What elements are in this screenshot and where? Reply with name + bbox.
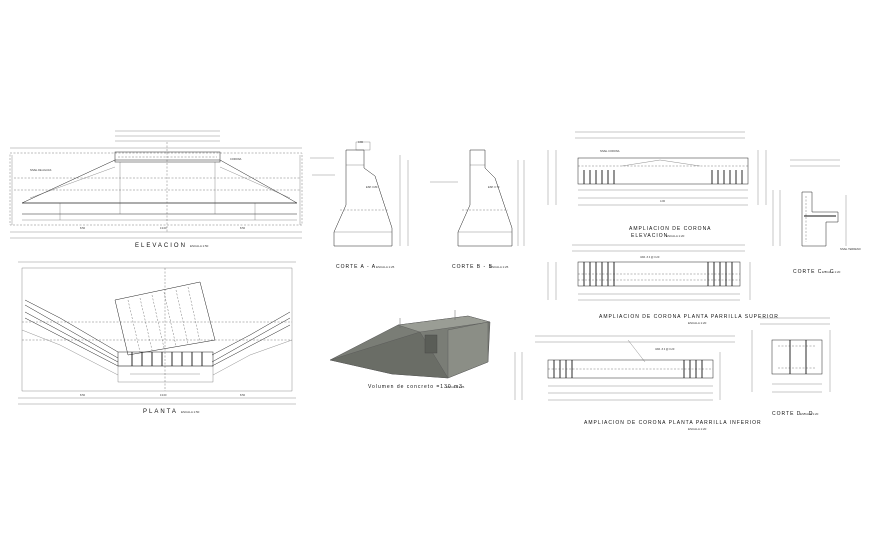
svg-text:13.00: 13.00 bbox=[160, 226, 167, 230]
svg-text:VAR. # 4 @ 0.20: VAR. # 4 @ 0.20 bbox=[655, 347, 675, 351]
corte-bb-title: CORTE B - B bbox=[452, 264, 493, 270]
corte-bb-drawing: ESP. 0.70 bbox=[430, 149, 525, 247]
ampliacion-corona-elevacion: NIVEL CORONA 4.00 bbox=[547, 131, 767, 206]
volumen-title: Volumen de concreto =130 m3 bbox=[368, 384, 463, 390]
parrilla-superior-drawing: VAR. # 4 @ 0.20 bbox=[547, 244, 751, 301]
corte-cc-drawing: NIVEL TERRENO bbox=[772, 159, 861, 251]
svg-text:8.50: 8.50 bbox=[240, 226, 246, 230]
svg-text:8.50: 8.50 bbox=[80, 226, 86, 230]
corte-dd-drawing bbox=[751, 317, 831, 393]
elevacion-scale: ESCALA 1:50 bbox=[190, 244, 209, 248]
concrete-3d-model bbox=[329, 310, 491, 379]
parrilla-superior-title: AMPLIACION DE CORONA PLANTA PARRILLA SUP… bbox=[599, 314, 779, 320]
ampliacion-corona-subtitle: ELEVACION bbox=[631, 233, 668, 239]
corte-aa-title: CORTE A - A bbox=[336, 264, 376, 270]
parrilla-inferior-scale: ESCALA 1:20 bbox=[688, 427, 707, 431]
svg-text:VAR. # 4 @ 0.20: VAR. # 4 @ 0.20 bbox=[640, 255, 660, 259]
planta-scale: ESCALA 1:50 bbox=[181, 410, 200, 414]
corte-cc-title: CORTE C - C bbox=[793, 269, 834, 275]
svg-text:CORONA: CORONA bbox=[230, 157, 242, 161]
corte-dd-scale: ESCALA 1:20 bbox=[800, 412, 819, 416]
ampliacion-corona-scale: ESCALA 1:20 bbox=[666, 234, 685, 238]
corte-bb-scale: ESCALA 1:25 bbox=[490, 265, 509, 269]
elevacion-drawing: NIVEL DE AGUAS CORONA 8.50 13.00 8.50 bbox=[9, 130, 303, 239]
svg-text:NIVEL CORONA: NIVEL CORONA bbox=[600, 149, 620, 153]
svg-text:ESP. 0.80: ESP. 0.80 bbox=[366, 185, 378, 189]
svg-text:8.50: 8.50 bbox=[240, 393, 246, 397]
svg-text:NIVEL DE AGUAS: NIVEL DE AGUAS bbox=[30, 168, 52, 172]
planta-title: PLANTA bbox=[143, 409, 178, 415]
svg-text:8.50: 8.50 bbox=[80, 393, 86, 397]
parrilla-inferior-drawing: VAR. # 4 @ 0.20 bbox=[514, 335, 735, 401]
volumen-scale: ESCALA 1:25 bbox=[446, 385, 465, 389]
svg-text:ESP. 0.70: ESP. 0.70 bbox=[488, 185, 500, 189]
parrilla-superior-scale: ESCALA 1:20 bbox=[688, 321, 707, 325]
planta-drawing: 8.50 13.00 8.50 bbox=[18, 261, 296, 405]
corte-cc-scale: ESCALA 1:20 bbox=[822, 270, 841, 274]
corte-dd-title: CORTE D - D bbox=[772, 411, 813, 417]
corte-aa-scale: ESCALA 1:25 bbox=[376, 265, 395, 269]
svg-text:4.00: 4.00 bbox=[660, 199, 666, 203]
corte-aa-drawing: ESP. 0.80 0.80 bbox=[310, 140, 409, 247]
svg-text:13.00: 13.00 bbox=[160, 393, 167, 397]
elevacion-title: ELEVACION bbox=[135, 243, 187, 249]
svg-text:NIVEL TERRENO: NIVEL TERRENO bbox=[840, 247, 861, 251]
parrilla-inferior-title: AMPLIACION DE CORONA PLANTA PARRILLA INF… bbox=[584, 420, 762, 426]
ampliacion-corona-title: AMPLIACION DE CORONA bbox=[629, 226, 712, 232]
